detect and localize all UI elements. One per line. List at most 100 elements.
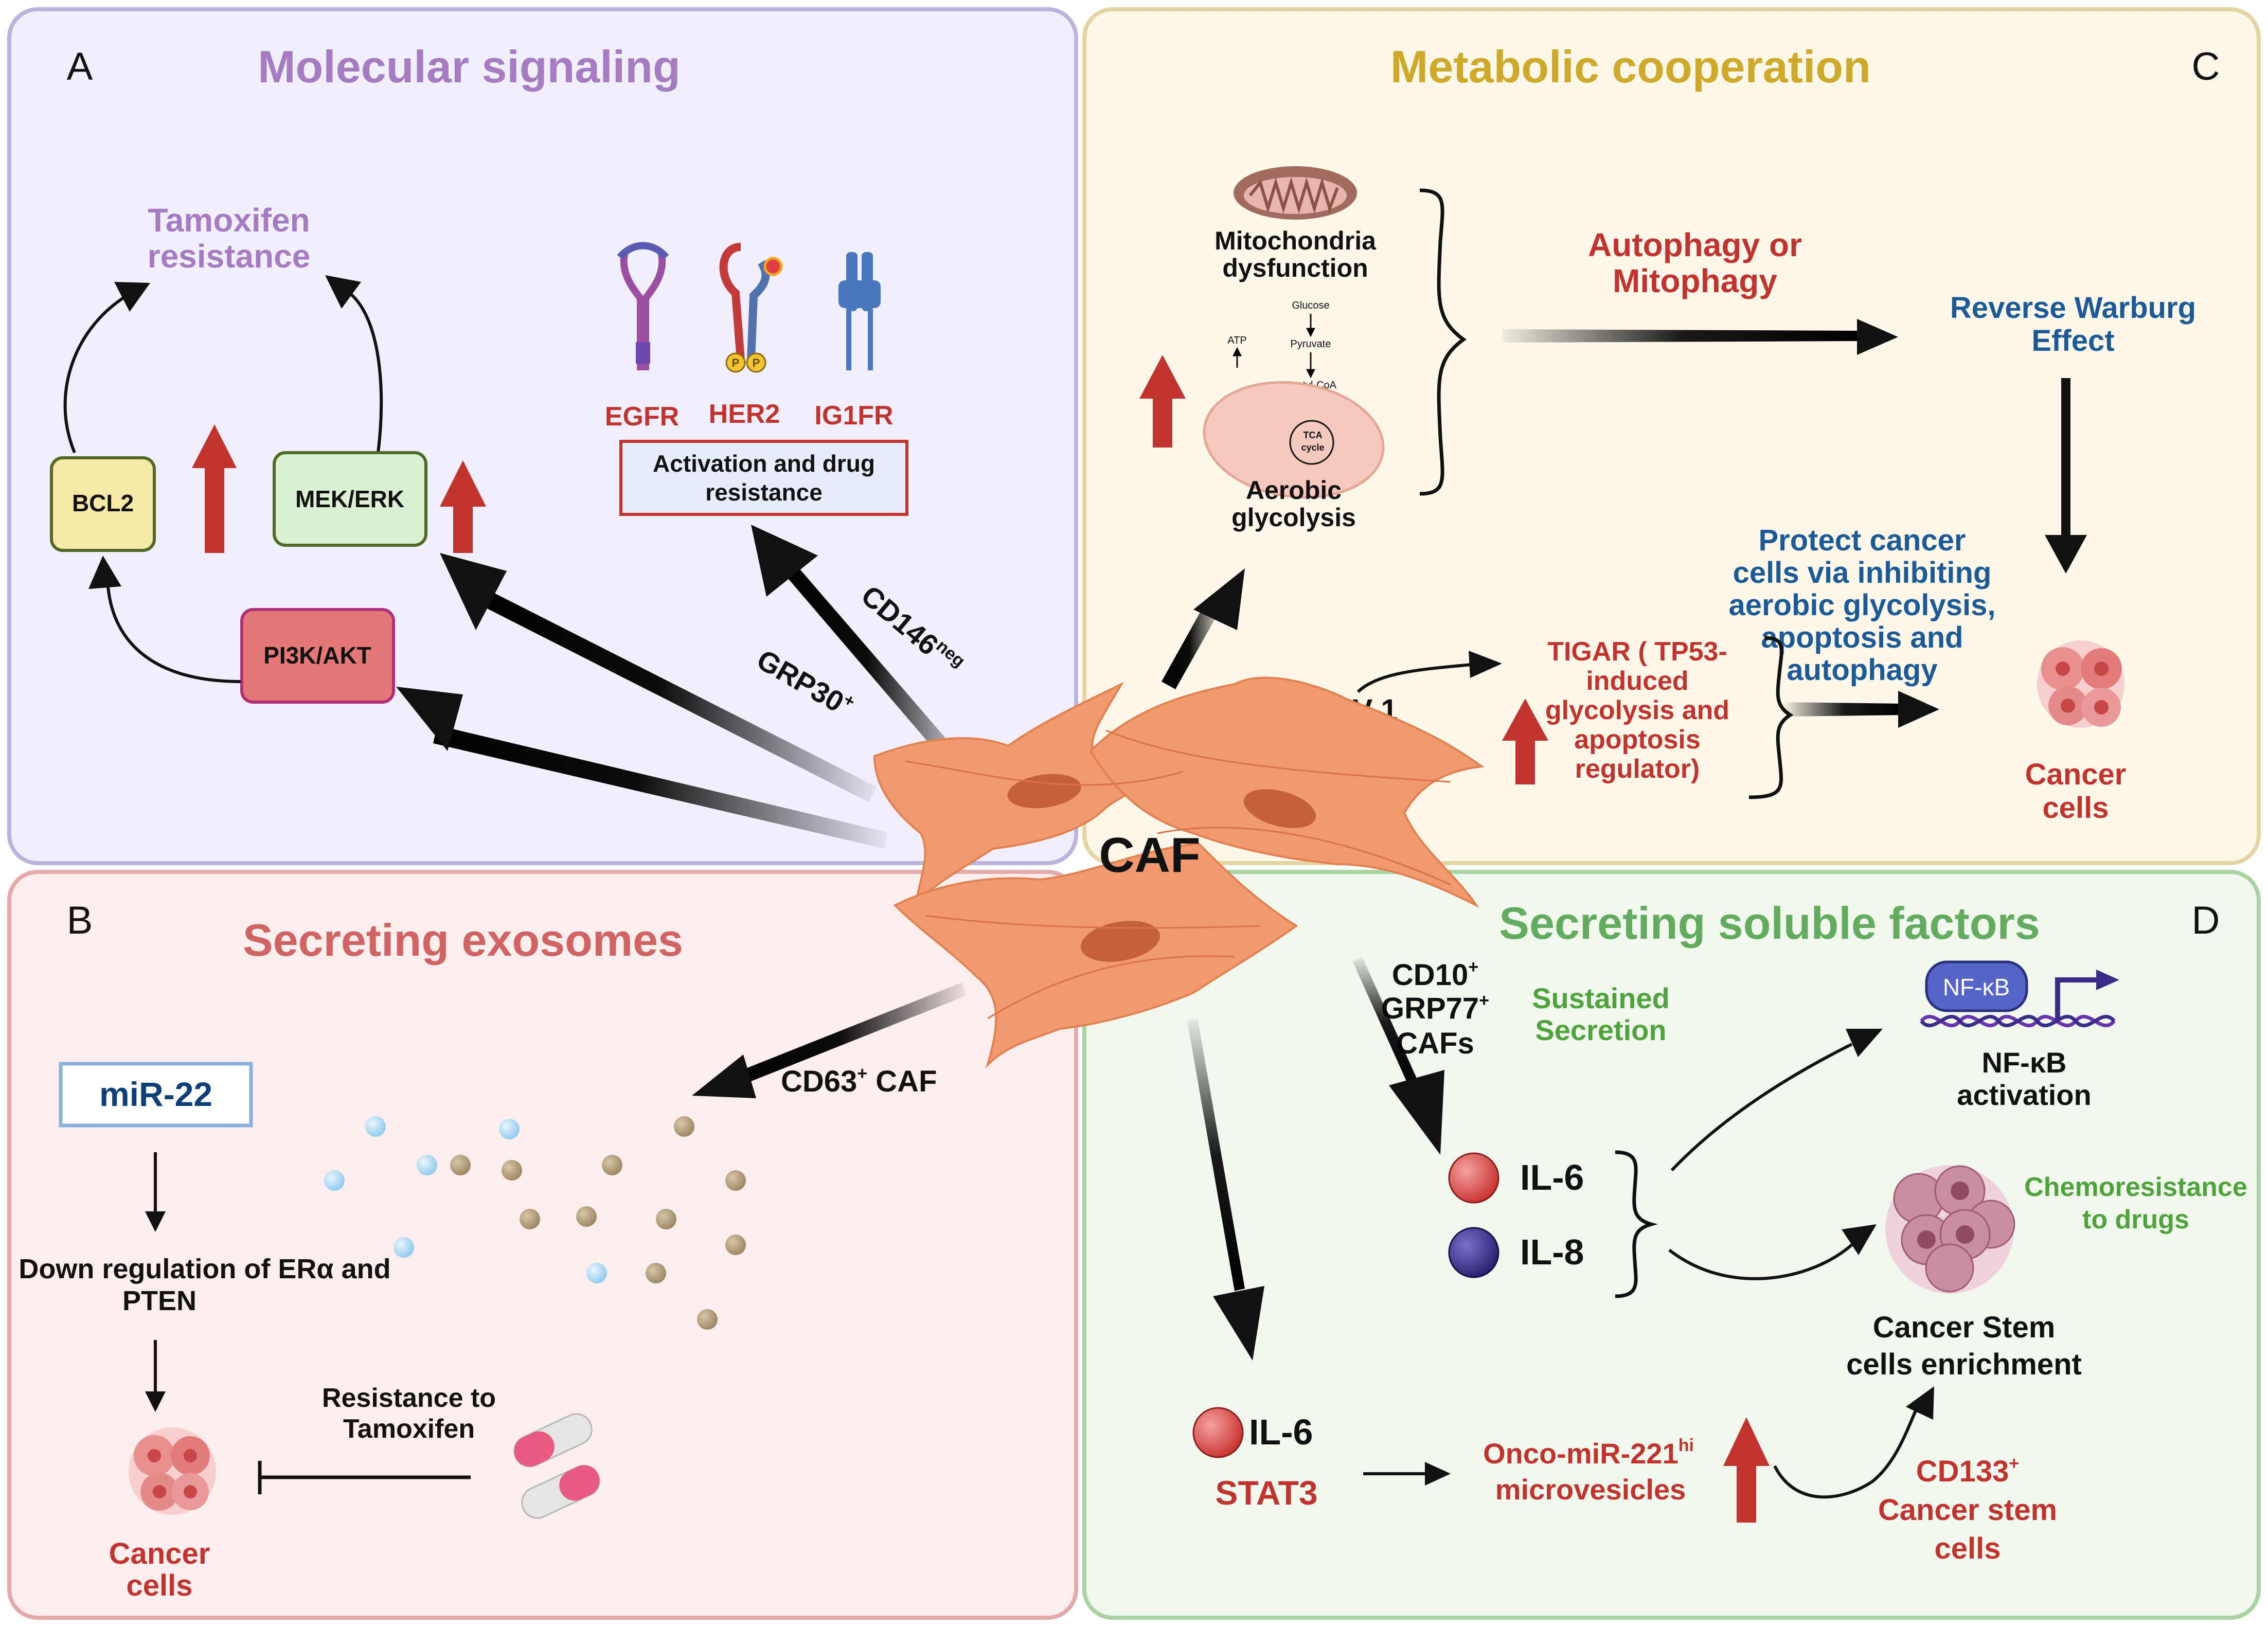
up-arrow-icon [1723, 1417, 1770, 1523]
svg-text:CAFs: CAFs [1396, 1027, 1474, 1060]
il-to-nfkb-arrow [1670, 1043, 1853, 1172]
downreg-label-line1: Down regulation of ERα and [19, 1254, 390, 1284]
svg-text:ATP: ATP [1227, 335, 1246, 346]
tigar-to-cancer-arrow [1785, 691, 1939, 728]
caf-to-mekerk-arrow [440, 553, 877, 802]
svg-text:Secretion: Secretion [1535, 1014, 1666, 1046]
cd10-grp77-label: CD10+ GRP77+ CAFs [1381, 957, 1489, 1060]
svg-text:cells via inhibiting: cells via inhibiting [1733, 556, 1992, 589]
pill-icon [513, 1413, 600, 1519]
tamoxifen-resistance-label: Tamoxifen resistance [148, 202, 311, 275]
panel-letter-c: C [2192, 45, 2220, 88]
svg-text:P: P [753, 356, 760, 369]
aerobic-label-line1: Aerobic [1246, 476, 1342, 505]
panel-c-metabolic-cooperation [1082, 7, 2261, 865]
nfkb-activation-line2: activation [1957, 1079, 2091, 1111]
atp-arrow: ATP [1227, 335, 1247, 368]
bcl2-box [50, 456, 156, 552]
pi3k-akt-box [240, 608, 395, 704]
caf-to-stat3-arrow [1187, 1018, 1264, 1361]
caf-cell-icon [873, 676, 1485, 1068]
pi3k-akt-label: PI3K/AKT [263, 642, 371, 669]
nfkb-activation-line1: NF-κB [1982, 1046, 2067, 1079]
bcl2-to-tamoxifen-arrow [63, 288, 140, 454]
panel-letter-b: B [67, 899, 93, 942]
svg-text:autophagy: autophagy [1787, 653, 1937, 687]
exosome-icon [324, 1116, 746, 1330]
svg-text:apoptosis: apoptosis [1574, 725, 1701, 755]
panel-b-secreting-exosomes [7, 870, 1078, 1620]
mekerk-to-tamoxifen-arrow [349, 292, 383, 453]
mek-erk-box [273, 451, 427, 547]
reverse-warburg-label: Reverse Warburg Effect [1950, 291, 2196, 357]
cancer-cell-icon [2037, 640, 2124, 728]
cancer-cell-icon [129, 1427, 216, 1515]
csc-enrichment-line1: Cancer Stem [1873, 1311, 2056, 1344]
svg-text:Pyruvate: Pyruvate [1291, 338, 1331, 350]
ig1fr-receptor-icon [838, 252, 881, 370]
svg-text:Resistance to: Resistance to [322, 1383, 496, 1413]
activation-label-line2: resistance [705, 479, 823, 506]
il6-cytokine-icon [1448, 1152, 1499, 1204]
csc-enrichment-line2: cells enrichment [1846, 1348, 2082, 1381]
cd63-label: CD63+ CAF [781, 1064, 937, 1098]
resistance-label: Resistance to Tamoxifen [322, 1383, 496, 1444]
panel-letter-a: A [67, 45, 93, 88]
svg-text:Sustained: Sustained [1532, 982, 1670, 1014]
nfkb-box [1925, 960, 2028, 1012]
panel-letter-d: D [2192, 899, 2220, 942]
svg-text:Effect: Effect [2031, 324, 2114, 357]
panel-d-title: Secreting soluble factors [1499, 898, 2040, 949]
panel-b-title: Secreting exosomes [243, 915, 683, 966]
cd133-line2: Cancer stem [1878, 1493, 2057, 1527]
cd133-label: CD133+ [1916, 1454, 2019, 1488]
cancer-cells-label-b: Cancer cells [109, 1537, 210, 1602]
nfkb-box-label: NF-κB [1943, 974, 2010, 1000]
downreg-to-cancer-arrow [145, 1340, 166, 1412]
panel-a-molecular-signaling [7, 7, 1078, 865]
svg-text:P: P [732, 356, 740, 369]
tigar-label: TIGAR ( TP53- induced glycolysis and apo… [1545, 637, 1729, 784]
il6-bottom-label: IL-6 [1249, 1412, 1313, 1452]
her2-label: HER2 [709, 399, 780, 429]
arrowhead-icon [88, 556, 121, 589]
arrowhead-icon [325, 275, 361, 309]
svg-text:TCA: TCA [1303, 430, 1323, 440]
microvesicles-label: microvesicles [1495, 1473, 1686, 1506]
brace-icon [1615, 1150, 1658, 1298]
caf-to-exosome-arrow [692, 982, 967, 1098]
svg-text:glycolysis and: glycolysis and [1545, 695, 1729, 725]
svg-text:Autophagy or: Autophagy or [1588, 226, 1802, 263]
protect-label: Protect cancer cells via inhibiting aero… [1728, 524, 1995, 687]
arrowhead-icon [1906, 1386, 1934, 1420]
up-arrow-icon [1502, 699, 1548, 784]
svg-text:TIGAR ( TP53-: TIGAR ( TP53- [1547, 637, 1727, 667]
caf-label: CAF [1099, 828, 1200, 883]
panel-c-title: Metabolic cooperation [1390, 41, 1871, 92]
her2-receptor-icon: P P [719, 243, 783, 373]
svg-text:regulator): regulator) [1575, 754, 1700, 784]
egfr-receptor-icon [617, 242, 669, 370]
il8-label: IL-8 [1520, 1232, 1584, 1272]
svg-text:cycle: cycle [1301, 442, 1324, 453]
svg-text:Chemoresistance: Chemoresistance [2024, 1172, 2247, 1202]
chemoresistance-label: Chemoresistance to drugs [2024, 1172, 2247, 1235]
caf-to-activation-arrow [751, 525, 972, 779]
il8-cytokine-icon [1448, 1227, 1499, 1278]
warburg-to-cancer-arrow [2045, 378, 2087, 574]
svg-text:Glucose: Glucose [1292, 300, 1329, 311]
autophagy-label: Autophagy or Mitophagy [1588, 226, 1802, 299]
caf-to-pi3k-arrow [396, 687, 887, 849]
svg-text:Cancer: Cancer [109, 1537, 210, 1570]
il6-bottom-cytokine-icon [1192, 1407, 1244, 1458]
aerobic-label-line2: glycolysis [1231, 503, 1356, 532]
stat3-to-onco-arrow [1363, 1462, 1451, 1486]
svg-text:Protect cancer: Protect cancer [1759, 524, 1966, 557]
panel-d-secreting-soluble-factors [1082, 870, 2261, 1620]
arrowhead-icon [1469, 651, 1502, 678]
egfr-label: EGFR [605, 402, 679, 432]
up-arrow-icon [440, 460, 486, 553]
pi3k-to-bcl2-arrow [106, 586, 241, 683]
svg-text:aerobic glycolysis,: aerobic glycolysis, [1728, 588, 1995, 622]
